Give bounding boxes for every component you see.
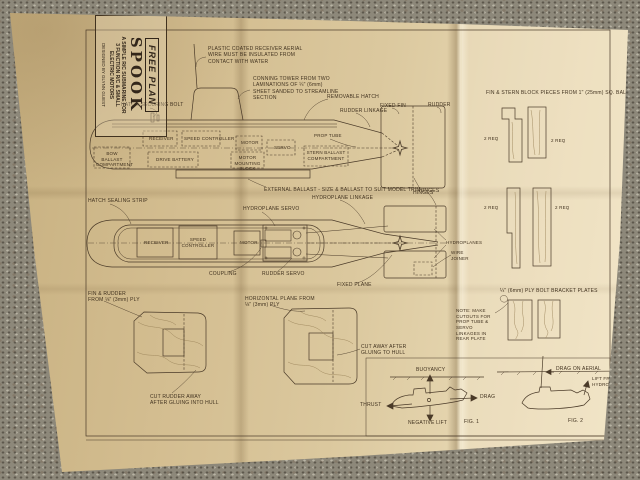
label-horizontal-plane-template: HORIZONTAL PLANE FROM ⅛" (3mm) PLY (245, 296, 315, 309)
label-receiver-side: RECEIVER (149, 136, 174, 141)
label-bow-ballast: BOW BALLAST COMPARTMENT (96, 151, 134, 168)
label-bracket-plates: ¼" (6mm) PLY BOLT BRACKET PLATES (500, 288, 598, 294)
label-motor-side: MOTOR (241, 140, 259, 145)
fold-crease-vertical-1 (233, 13, 249, 472)
label-aerial-note: PLASTIC COATED RECEIVER AERIAL WIRE MUST… (208, 46, 303, 65)
label-fixed-fin: FIXED FIN (380, 103, 406, 109)
label-hinges-side: HINGES (413, 190, 434, 196)
title-block: FREE PLAN SPOOK A SIMPLE R/C SUBMARINE F… (95, 15, 167, 137)
label-speed-controller-plan: SPEED CONTROLLER (181, 237, 215, 248)
label-drive-battery: DRIVE BATTERY (156, 157, 194, 162)
label-hatch-sealing-strip: HATCH SEALING STRIP (88, 198, 148, 204)
label-hatch-securing-bolt: HATCH SECURING BOLT (121, 102, 184, 108)
label-motor-mounting-block: MOTOR MOUNTING BLOCK (234, 155, 261, 172)
free-plan-banner: FREE PLAN (145, 37, 160, 112)
paper-highlight-right (462, 13, 628, 472)
label-qty-4: 2 REQ (555, 205, 570, 210)
label-rudder-linkage: RUDDER LINKAGE (340, 108, 388, 114)
label-fixed-plane: FIXED PLANE (337, 282, 372, 288)
label-prop-tube: PROP TUBE (314, 133, 342, 138)
parts-panel-header: FIN & STERN BLOCK PIECES FROM 1" (25mm) … (486, 90, 634, 96)
fold-crease-vertical-2 (447, 13, 469, 472)
label-qty-3: 2 REQ (484, 205, 499, 210)
label-rudder: RUDDER (428, 102, 451, 108)
label-hinges-plan: HINGES (419, 188, 440, 194)
label-thrust: THRUST (360, 402, 382, 408)
label-conning-tower-note: CONNING TOWER FROM TWO LAMINATIONS OF ¼"… (253, 76, 339, 101)
label-hydroplanes: HYDROPLANES (446, 240, 483, 245)
label-qty-1: 2 REQ (484, 136, 499, 141)
label-coupling: COUPLING (209, 271, 237, 277)
label-fig-1: FIG. 1 (464, 419, 480, 425)
label-cut-rudder-away: CUT RUDDER AWAY AFTER GLUING INTO HULL (150, 394, 219, 407)
label-drag: DRAG (480, 394, 496, 400)
label-external-ballast: EXTERNAL BALLAST - SIZE & BALLAST TO SUI… (264, 187, 421, 193)
label-drag-on-aerial: DRAG ON AERIAL (556, 366, 602, 372)
label-rudder-servo: RUDDER SERVO (262, 271, 305, 277)
fold-crease-horizontal-1 (10, 186, 628, 200)
label-cutouts-note: NOTE: MAKE CUTOUTS FOR PROP TUBE & SERVO… (456, 308, 491, 342)
label-buoyancy: BUOYANCY (416, 367, 446, 373)
label-qty-2: 2 REQ (551, 138, 566, 143)
label-hydroplane-linkage: HYDROPLANE LINKAGE (312, 195, 374, 201)
plan-credit: DESIGNED BY GLYNN GUEST (101, 43, 107, 107)
templates-drawing (103, 300, 361, 394)
plan-title: SPOOK (127, 36, 146, 114)
label-wire-joiner: WIRE JOINER (451, 250, 469, 261)
label-hydroplane-servo: HYDROPLANE SERVO (243, 206, 300, 212)
label-motor-plan: MOTOR (240, 240, 258, 245)
label-removable-hatch: REMOVABLE HATCH (327, 94, 379, 100)
side-view-drawing (89, 43, 446, 190)
plan-subtitle: A SIMPLE R/C SUBMARINE FOR 3 FUNCTION R/… (108, 36, 127, 114)
label-fin-rudder-template: FIN & RUDDER FROM ⅛" (3mm) PLY (88, 291, 140, 304)
label-cut-away: CUT AWAY AFTER GLUING TO HULL (361, 344, 407, 357)
label-speed-controller-side: SPEED CONTROLLER (184, 136, 235, 141)
trim-figures-drawing (386, 355, 628, 422)
label-fig-2: FIG. 2 (568, 418, 584, 424)
parts-panel-drawing (494, 106, 561, 341)
label-negative-lift: NEGATIVE LIFT (408, 420, 448, 426)
fold-crease-horizontal-2 (10, 283, 628, 295)
title-block-rotated-content: FREE PLAN SPOOK A SIMPLE R/C SUBMARINE F… (96, 16, 164, 134)
label-servo-side: SERVO (274, 145, 291, 150)
label-stern-ballast: STERN BALLAST COMPARTMENT (306, 150, 346, 161)
plan-view-drawing (86, 192, 452, 284)
label-receiver-plan: RECEIVER (144, 240, 169, 245)
